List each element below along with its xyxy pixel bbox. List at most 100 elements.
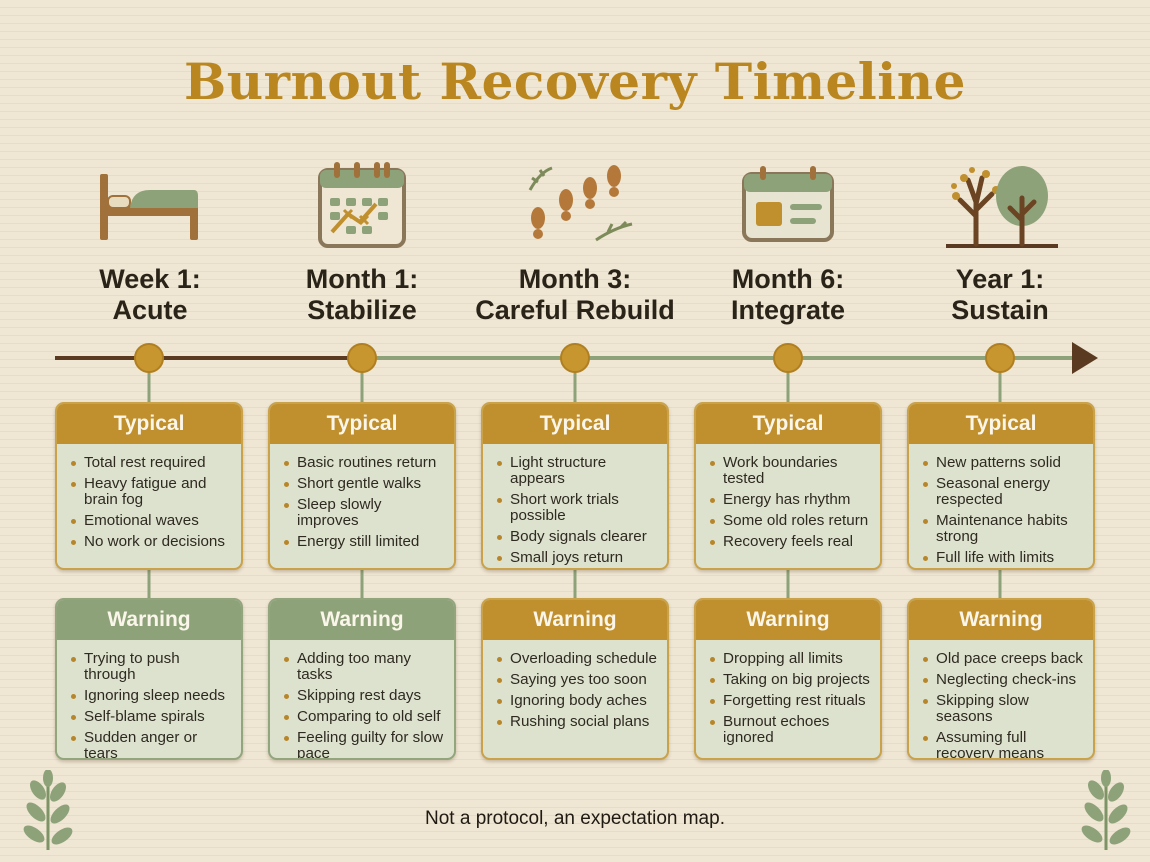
list-item: Recovery feels real: [708, 534, 872, 550]
stage-title-month-1: Month 1: Stabilize: [257, 264, 467, 326]
footprints-icon: [528, 165, 633, 242]
list-item: Body signals clearer: [495, 529, 659, 545]
stage-phase: Acute: [112, 295, 188, 325]
timeline-node: [134, 343, 164, 373]
list-item: Ignoring sleep needs: [69, 688, 233, 704]
timeline-node: [347, 343, 377, 373]
stage-phase: Sustain: [951, 295, 1049, 325]
warning-heading: Warning: [696, 600, 880, 640]
typical-heading: Typical: [483, 404, 667, 444]
warning-list: Trying to push through Ignoring sleep ne…: [57, 640, 241, 758]
list-item: Energy still limited: [282, 534, 446, 550]
warning-box-month-3: Warning Overloading schedule Saying yes …: [481, 598, 669, 760]
warning-list: Adding too many tasks Skipping rest days…: [270, 640, 454, 758]
list-item: Skipping rest days: [282, 688, 446, 704]
stage-period: Year 1:: [955, 264, 1045, 294]
warning-box-year-1: Warning Old pace creeps back Neglecting …: [907, 598, 1095, 760]
typical-box-week-1: Typical Total rest required Heavy fatigu…: [55, 402, 243, 570]
typical-heading: Typical: [270, 404, 454, 444]
bed-icon: [100, 174, 198, 240]
list-item: Work boundaries tested: [708, 455, 872, 487]
typical-list: Work boundaries tested Energy has rhythm…: [696, 444, 880, 563]
list-item: Adding too many tasks: [282, 651, 446, 683]
warning-heading: Warning: [483, 600, 667, 640]
typical-list: Basic routines return Short gentle walks…: [270, 444, 454, 563]
list-item: Trying to push through: [69, 651, 233, 683]
list-item: Light structure appears: [495, 455, 659, 487]
list-item: Energy has rhythm: [708, 492, 872, 508]
leaf-sprig-icon: [1081, 770, 1131, 850]
list-item: Maintenance habits strong: [921, 513, 1085, 545]
list-item: Sleep slowly improves: [282, 497, 446, 529]
stage-period: Week 1:: [99, 264, 201, 294]
list-item: Rushing social plans: [495, 714, 659, 730]
footer-caption: Not a protocol, an expectation map.: [425, 808, 725, 829]
list-item: Comparing to old self: [282, 709, 446, 725]
warning-heading: Warning: [909, 600, 1093, 640]
timeline-arrowhead: [1072, 342, 1098, 374]
warning-box-week-1: Warning Trying to push through Ignoring …: [55, 598, 243, 760]
stage-phase: Careful Rebuild: [475, 295, 675, 325]
calendar-icon: [318, 162, 406, 248]
list-item: Self-blame spirals: [69, 709, 233, 725]
list-item: Assuming full recovery means same life: [921, 730, 1085, 758]
warning-list: Dropping all limits Taking on big projec…: [696, 640, 880, 758]
timeline-node: [560, 343, 590, 373]
stage-period: Month 3:: [518, 264, 632, 294]
stage-period: Month 6:: [731, 264, 845, 294]
list-item: Old pace creeps back: [921, 651, 1085, 667]
stage-title-week-1: Week 1: Acute: [45, 264, 255, 326]
warning-heading: Warning: [57, 600, 241, 640]
typical-box-month-3: Typical Light structure appears Short wo…: [481, 402, 669, 570]
list-item: Dropping all limits: [708, 651, 872, 667]
warning-list: Old pace creeps back Neglecting check-in…: [909, 640, 1093, 758]
stage-title-month-3: Month 3: Careful Rebuild: [470, 264, 680, 326]
typical-list: Total rest required Heavy fatigue and br…: [57, 444, 241, 563]
list-item: Skipping slow seasons: [921, 693, 1085, 725]
list-item: Forgetting rest rituals: [708, 693, 872, 709]
typical-box-year-1: Typical New patterns solid Seasonal ener…: [907, 402, 1095, 570]
typical-list: Light structure appears Short work trial…: [483, 444, 667, 568]
list-item: Heavy fatigue and brain fog: [69, 476, 233, 508]
list-item: Ignoring body aches: [495, 693, 659, 709]
list-item: Sudden anger or tears: [69, 730, 233, 758]
trees-icon: [946, 166, 1058, 248]
list-item: Taking on big projects: [708, 672, 872, 688]
stage-phase: Integrate: [730, 295, 846, 325]
typical-heading: Typical: [696, 404, 880, 444]
list-item: Full life with limits: [921, 550, 1085, 566]
warning-box-month-6: Warning Dropping all limits Taking on bi…: [694, 598, 882, 760]
stage-title-month-6: Month 6: Integrate: [683, 264, 893, 326]
typical-list: New patterns solid Seasonal energy respe…: [909, 444, 1093, 568]
list-item: Some old roles return: [708, 513, 872, 529]
list-item: New patterns solid: [921, 455, 1085, 471]
timeline-node: [985, 343, 1015, 373]
list-item: Total rest required: [69, 455, 233, 471]
leaf-sprig-icon: [23, 770, 73, 850]
list-item: Overloading schedule: [495, 651, 659, 667]
list-item: Feeling guilty for slow pace: [282, 730, 446, 758]
warning-box-month-1: Warning Adding too many tasks Skipping r…: [268, 598, 456, 760]
typical-heading: Typical: [909, 404, 1093, 444]
stage-phase: Stabilize: [307, 295, 417, 325]
list-item: Neglecting check-ins: [921, 672, 1085, 688]
list-item: Short gentle walks: [282, 476, 446, 492]
list-item: Seasonal energy respected: [921, 476, 1085, 508]
list-item: Basic routines return: [282, 455, 446, 471]
timeline-node: [773, 343, 803, 373]
list-item: Saying yes too soon: [495, 672, 659, 688]
typical-box-month-6: Typical Work boundaries tested Energy ha…: [694, 402, 882, 570]
typical-box-month-1: Typical Basic routines return Short gent…: [268, 402, 456, 570]
list-item: No work or decisions: [69, 534, 233, 550]
planner-icon: [742, 166, 834, 242]
stage-title-year-1: Year 1: Sustain: [895, 264, 1105, 326]
stage-period: Month 1:: [305, 264, 419, 294]
list-item: Small joys return: [495, 550, 659, 566]
typical-heading: Typical: [57, 404, 241, 444]
warning-list: Overloading schedule Saying yes too soon…: [483, 640, 667, 743]
page-title: Burnout Recovery Timeline: [184, 52, 966, 111]
list-item: Short work trials possible: [495, 492, 659, 524]
list-item: Burnout echoes ignored: [708, 714, 872, 746]
list-item: Emotional waves: [69, 513, 233, 529]
warning-heading: Warning: [270, 600, 454, 640]
